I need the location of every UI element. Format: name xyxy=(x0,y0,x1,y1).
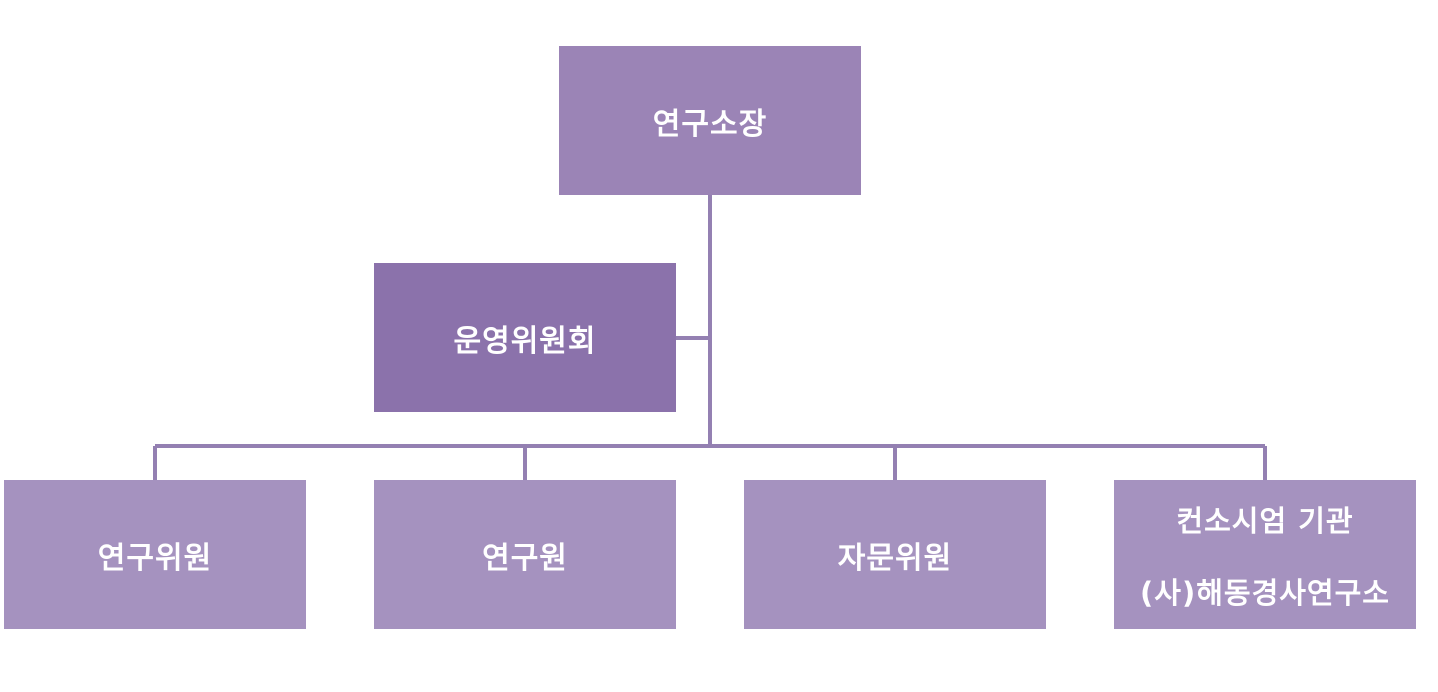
node-consortium-label-line1: 컨소시엄 기관 xyxy=(1176,503,1354,538)
node-researcher-label: 연구위원 xyxy=(97,540,213,576)
node-director: 연구소장 xyxy=(559,46,861,195)
node-staff-label: 연구원 xyxy=(482,540,568,576)
node-staff: 연구원 xyxy=(374,480,676,629)
node-committee: 운영위원회 xyxy=(374,263,676,412)
node-researcher: 연구위원 xyxy=(4,480,306,629)
node-director-label: 연구소장 xyxy=(652,106,768,142)
node-consortium-label-line2: (사)해동경사연구소 xyxy=(1140,575,1390,610)
node-committee-label: 운영위원회 xyxy=(453,323,597,359)
node-advisor: 자문위원 xyxy=(744,480,1046,629)
node-consortium: 컨소시엄 기관 (사)해동경사연구소 xyxy=(1114,480,1416,629)
node-advisor-label: 자문위원 xyxy=(837,540,953,576)
